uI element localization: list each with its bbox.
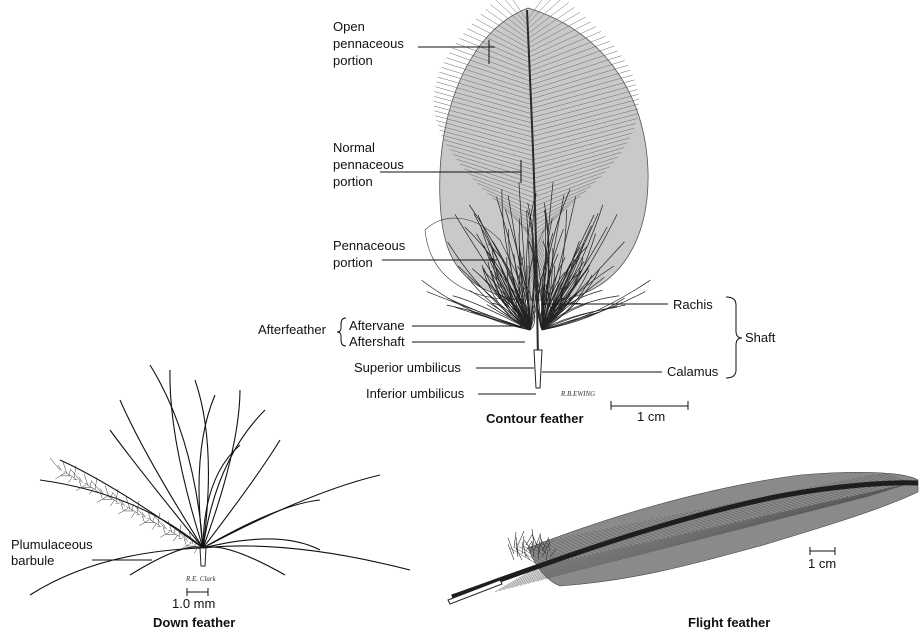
down-barb — [203, 440, 280, 548]
down-barbule — [110, 500, 114, 506]
down-barb — [130, 547, 203, 575]
contour-calamus — [534, 350, 542, 388]
label-open-line-3: portion — [333, 53, 373, 68]
contour-feather-illustration: R.B.EWING — [422, 0, 651, 398]
label-inferior-umbilicus: Inferior umbilicus — [366, 386, 465, 401]
down-barb — [203, 546, 410, 570]
flight-calamus — [448, 580, 502, 604]
label-afterfeather: Afterfeather — [258, 322, 327, 337]
down-barbule — [131, 512, 135, 518]
down-barbule — [50, 458, 60, 470]
down-feather-title: Down feather — [153, 615, 235, 630]
label-plumulaceous-line-2: barbule — [11, 553, 54, 568]
down-barb — [195, 380, 208, 548]
label-normal-line-1: Normal — [333, 140, 375, 155]
down-barb — [120, 400, 203, 548]
flight-feather-title: Flight feather — [688, 615, 770, 630]
label-pennaceous-line-2: portion — [333, 255, 373, 270]
flight-feather-illustration — [448, 472, 918, 604]
contour-feather-vane — [440, 8, 648, 300]
shaft-bracket — [726, 297, 742, 378]
label-pennaceous-line-1: Pennaceous — [333, 238, 406, 253]
down-barbule — [152, 524, 156, 530]
down-barb — [203, 547, 285, 575]
down-barbule — [68, 477, 72, 483]
down-barbule — [173, 535, 177, 541]
label-open-line-1: Open — [333, 19, 365, 34]
label-aftershaft: Aftershaft — [349, 334, 405, 349]
label-calamus: Calamus — [667, 364, 719, 379]
down-barb — [203, 539, 320, 550]
label-normal-line-3: portion — [333, 174, 373, 189]
flight-feather-vane — [528, 472, 918, 586]
down-calamus — [200, 548, 206, 566]
down-barbule — [95, 478, 97, 490]
label-normal-line-2: pennaceous — [333, 157, 404, 172]
down-barb — [203, 410, 265, 548]
down-scale-label: 1.0 mm — [172, 596, 215, 611]
down-barbule — [153, 516, 155, 522]
label-superior-umbilicus: Superior umbilicus — [354, 360, 461, 375]
label-open-line-2: pennaceous — [333, 36, 404, 51]
down-feather-illustration: R.E. Clark — [30, 365, 410, 595]
label-plumulaceous-line-1: Plumulaceous — [11, 537, 93, 552]
flight-scale-label: 1 cm — [808, 556, 836, 571]
afterfeather-bracket — [337, 318, 346, 346]
down-barbule — [90, 481, 92, 487]
down-barb — [30, 548, 203, 595]
contour-scale-label: 1 cm — [637, 409, 665, 424]
flight-fluff-strand — [526, 535, 532, 545]
label-rachis: Rachis — [673, 297, 713, 312]
down-barb — [203, 475, 380, 548]
down-barb — [110, 430, 203, 548]
label-shaft: Shaft — [745, 330, 776, 345]
flight-fluff-strand — [514, 532, 516, 548]
down-artist-signature: R.E. Clark — [185, 575, 217, 583]
contour-feather-title: Contour feather — [486, 411, 584, 426]
down-barbule — [89, 489, 93, 495]
down-barbule — [69, 469, 71, 475]
down-barbs — [30, 365, 410, 595]
contour-artist-signature: R.B.EWING — [560, 390, 595, 398]
label-aftervane: Aftervane — [349, 318, 405, 333]
